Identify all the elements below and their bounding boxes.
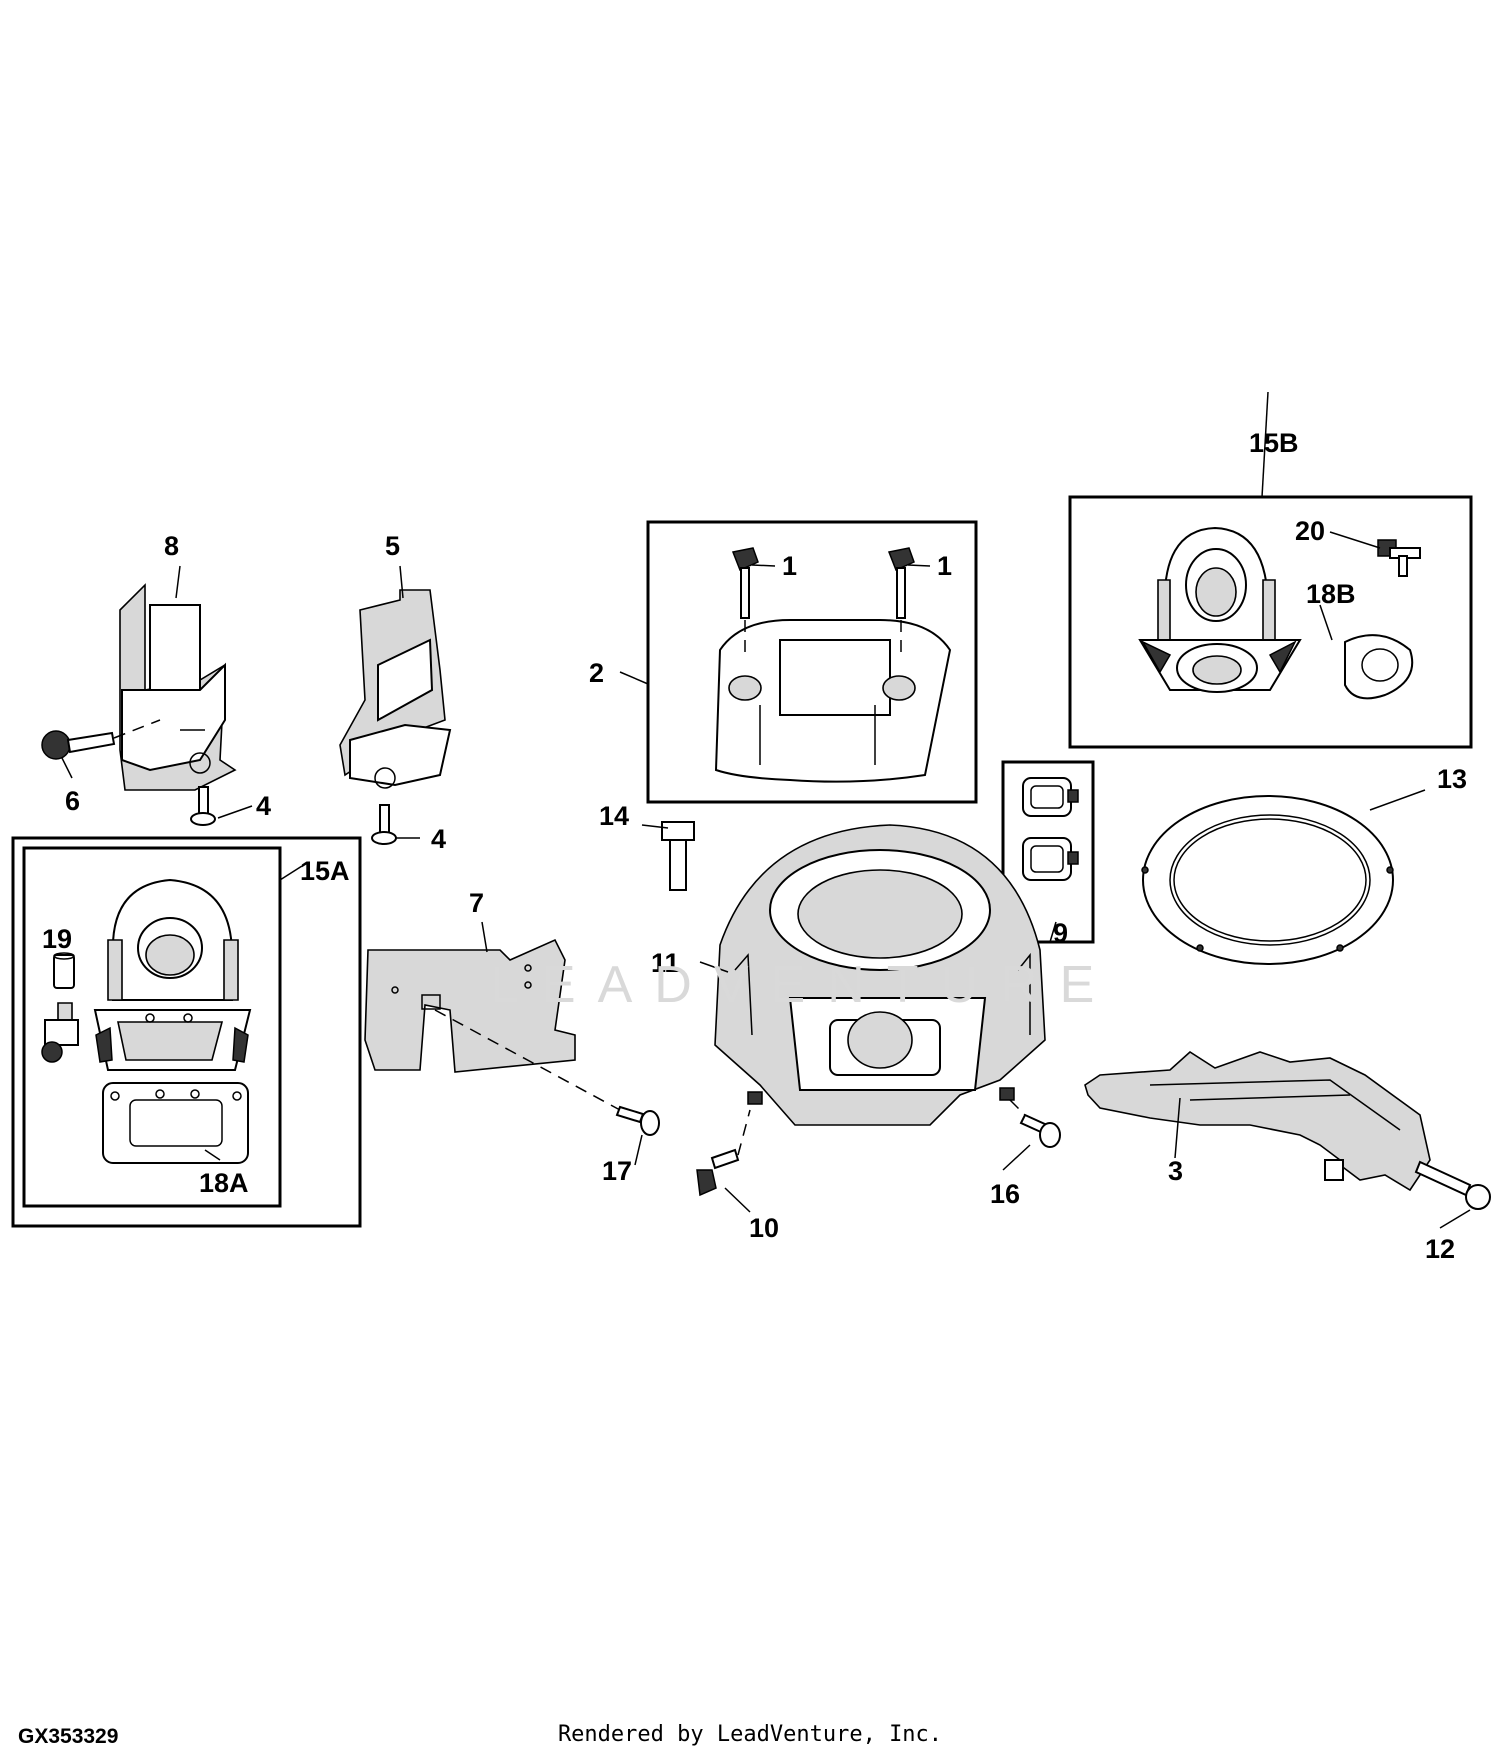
- callout-11: 11: [651, 948, 680, 978]
- callout-16: 16: [990, 1179, 1020, 1209]
- screw-4-left: [190, 786, 216, 826]
- screw-1-right: [887, 547, 915, 619]
- fitting: [41, 1002, 79, 1063]
- callout-10: 10: [749, 1213, 779, 1243]
- callout-14: 14: [599, 801, 629, 831]
- callout-7: 7: [469, 888, 484, 918]
- callout-15b: 15B: [1249, 428, 1299, 458]
- callout-17: 17: [602, 1156, 632, 1186]
- callout-18b: 18B: [1306, 579, 1356, 609]
- baffle-7: [364, 938, 576, 1073]
- screw-1-left: [731, 547, 759, 619]
- kit-box-15b: [1068, 495, 1473, 749]
- callout-2: 2: [589, 658, 604, 688]
- callout-4a: 4: [256, 791, 271, 821]
- air-cleaner-base-15b: [1138, 526, 1302, 693]
- callout-5: 5: [385, 531, 400, 561]
- callout-9: 9: [1053, 918, 1068, 948]
- clip-9-bottom: [1022, 837, 1079, 881]
- callout-15a: 15A: [300, 856, 350, 886]
- footer-credit: Rendered by LeadVenture, Inc.: [557, 1722, 943, 1747]
- baffle-3: [1084, 1050, 1431, 1192]
- shroud-8: [119, 583, 237, 791]
- screw-4-right: [371, 804, 397, 845]
- gasket-18b: [1344, 634, 1414, 700]
- kit-box-2: [646, 520, 978, 804]
- shroud-5: [339, 589, 452, 789]
- screw-16: [1019, 1113, 1061, 1148]
- callout-13: 13: [1437, 764, 1467, 794]
- blower-housing-11: [714, 824, 1046, 1126]
- callout-3: 3: [1168, 1156, 1183, 1186]
- bolt-6: [41, 730, 116, 760]
- kit-box-15a-outer: [11, 836, 362, 1228]
- callout-6: 6: [65, 786, 80, 816]
- screw-10: [696, 1148, 740, 1197]
- callout-20: 20: [1295, 516, 1325, 546]
- sleeve-19: [53, 952, 75, 989]
- fitting-20: [1377, 539, 1421, 577]
- bolt-14: [661, 821, 695, 891]
- callout-1b: 1: [937, 551, 952, 581]
- bolt-12: [1414, 1160, 1491, 1210]
- ring-13: [1141, 795, 1394, 965]
- callout-18a: 18A: [199, 1168, 249, 1198]
- gasket-18a: [102, 1082, 249, 1164]
- cover-2: [714, 619, 952, 783]
- screw-17: [615, 1105, 660, 1136]
- callout-4b: 4: [431, 824, 446, 854]
- callout-19: 19: [42, 924, 72, 954]
- callout-8: 8: [164, 531, 179, 561]
- figure-id: GX353329: [18, 1725, 119, 1748]
- callout-12: 12: [1425, 1234, 1455, 1264]
- kit-box-15a-inner: [22, 846, 282, 1208]
- callout-1a: 1: [782, 551, 797, 581]
- air-cleaner-base-15a: [93, 878, 252, 1071]
- watermark: LEADVENTURE: [490, 956, 1117, 1014]
- clip-9-top: [1022, 777, 1079, 817]
- kit-box-9: [1001, 760, 1095, 944]
